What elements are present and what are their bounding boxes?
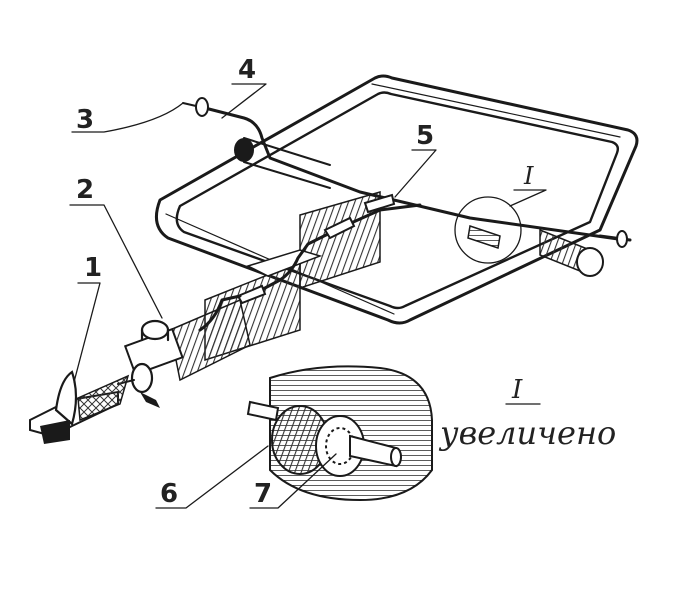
cable-lower [236, 193, 422, 305]
detail-circle [454, 196, 522, 264]
pedal-base [29, 370, 130, 444]
label-7: 7 [254, 479, 272, 509]
lever-assembly [117, 294, 251, 408]
front-roller [539, 228, 604, 277]
inset-marker: I [511, 375, 523, 405]
inset-detail [246, 365, 433, 502]
label-2: 2 [76, 175, 94, 205]
inset-caption: увеличено [438, 414, 616, 452]
rod-4 [182, 97, 632, 248]
label-6: 6 [160, 479, 178, 509]
label-5: 5 [416, 121, 434, 151]
frame [154, 74, 639, 325]
label-1: 1 [84, 253, 102, 283]
label-detail-marker: I [523, 162, 534, 190]
label-4: 4 [238, 55, 256, 85]
label-3: 3 [76, 105, 94, 135]
leader-lines [69, 83, 547, 509]
rear-roller [234, 137, 331, 189]
